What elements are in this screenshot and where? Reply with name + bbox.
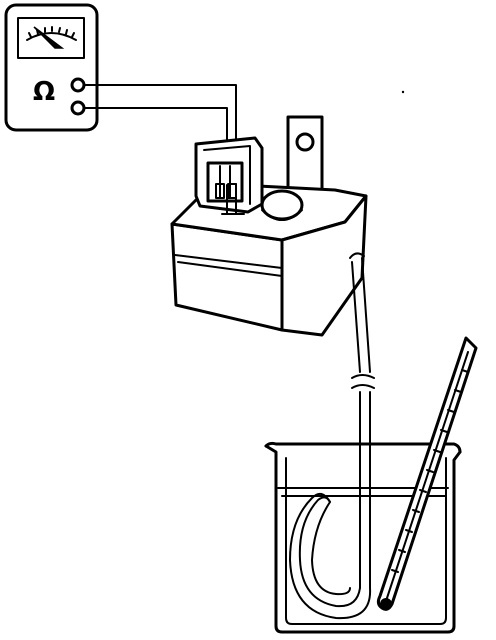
ohmmeter-unit-symbol: Ω — [33, 77, 55, 107]
thermometer-capillary — [386, 351, 469, 599]
sensing-tube-lower — [359, 391, 371, 589]
sensor-housing-step — [174, 254, 283, 269]
sensor-housing-front — [170, 222, 284, 332]
sensing-tube-u-bend-outer — [289, 492, 372, 620]
beaker-glass — [264, 444, 462, 634]
beaker-rim — [264, 441, 462, 454]
probe-tips — [221, 183, 245, 215]
ohmmeter-scale-arc — [26, 32, 77, 41]
thermometer — [376, 336, 478, 611]
artifact-dot — [401, 90, 405, 94]
sensing-tube-u-bend — [298, 496, 361, 608]
sensing-tube — [289, 252, 375, 620]
thermometer-bulb — [380, 598, 392, 610]
sensing-tube-break-mark — [351, 374, 375, 389]
ohmmeter-terminal-positive — [70, 77, 86, 93]
ohmmeter-terminal-negative — [70, 100, 86, 116]
sensor-housing-step-shadow — [177, 261, 283, 331]
sensor-connector-shroud-edge — [203, 145, 251, 205]
sensing-tube-outlet — [349, 252, 365, 259]
ohmmeter: Ω — [4, 3, 99, 132]
temperature-sensor — [170, 115, 368, 337]
sensor-mounting-hole — [295, 132, 315, 152]
ohmmeter-body — [4, 3, 99, 132]
beaker-inner-wall — [285, 457, 447, 625]
thermometer-scale-ticks — [391, 369, 469, 573]
sensor-round-boss-base — [261, 209, 303, 221]
ohmmeter-needle — [33, 26, 65, 49]
sensor-mounting-tab — [286, 115, 324, 196]
sensing-tube-upper — [351, 257, 371, 373]
ohmmeter-dial-window — [17, 17, 85, 59]
